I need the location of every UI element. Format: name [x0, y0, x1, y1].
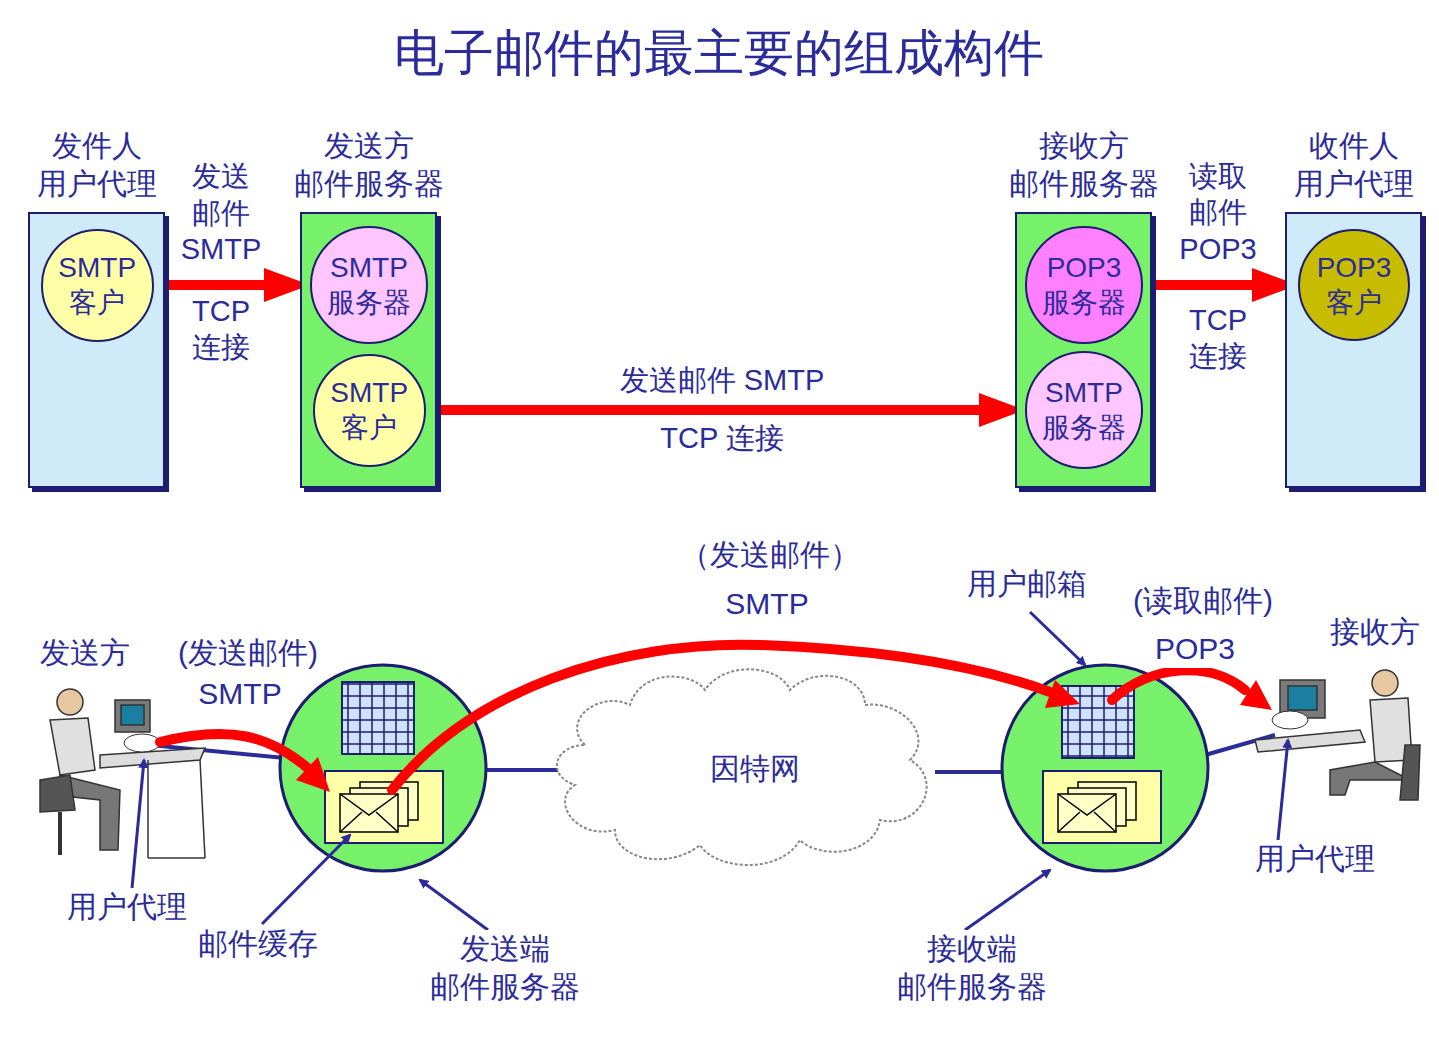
- box-heading: 发送方 邮件服务器: [294, 127, 444, 202]
- annotation-label: 发送方: [38, 634, 132, 672]
- annotation-label: 用户邮箱: [965, 565, 1089, 603]
- component-circle: POP3 客户: [1298, 229, 1410, 341]
- annotation-label: POP3: [1153, 630, 1237, 668]
- annotation-label: TCP 连接: [190, 293, 252, 366]
- server-box: 收件人 用户代理POP3 客户: [1285, 212, 1422, 488]
- component-circle: SMTP 客户: [313, 354, 426, 467]
- annotation-label: TCP 连接: [1187, 302, 1249, 375]
- box-heading: 接收方 邮件服务器: [1009, 127, 1159, 202]
- circle-label: POP3 服务器: [1042, 250, 1126, 320]
- annotation-label: TCP 连接: [658, 420, 786, 456]
- annotation-label: 用户代理: [65, 888, 189, 926]
- server-box: 接收方 邮件服务器POP3 服务器SMTP 服务器: [1015, 212, 1152, 488]
- annotation-label: (读取邮件): [1131, 582, 1275, 620]
- box-heading: 发件人 用户代理: [37, 127, 157, 202]
- box-heading: 收件人 用户代理: [1294, 127, 1414, 202]
- component-circle: SMTP 服务器: [1025, 351, 1143, 469]
- annotation-label: 邮件缓存: [196, 925, 320, 963]
- server-box: 发件人 用户代理SMTP 客户: [28, 212, 165, 488]
- diagram-title: 电子邮件的最主要的组成构件: [392, 22, 1046, 85]
- component-circle: SMTP 客户: [41, 229, 154, 342]
- mail-arrow: [1143, 268, 1298, 302]
- annotation-label: 接收方: [1328, 613, 1422, 651]
- component-circle: SMTP 服务器: [310, 226, 428, 344]
- annotation-label: SMTP: [723, 585, 810, 623]
- annotation-label: 用户代理: [1253, 840, 1377, 878]
- circle-label: SMTP 客户: [330, 375, 407, 445]
- edge-label: 发送邮件 SMTP: [618, 362, 827, 398]
- circle-label: SMTP 服务器: [327, 250, 411, 320]
- annotation-label: 接收端 邮件服务器: [895, 930, 1049, 1005]
- annotation-label: 发送端 邮件服务器: [428, 930, 582, 1005]
- circle-label: POP3 客户: [1317, 250, 1392, 320]
- annotation-label: 因特网: [708, 750, 802, 788]
- edge-label: 读取 邮件 POP3: [1177, 158, 1258, 267]
- component-circle: POP3 服务器: [1025, 226, 1143, 344]
- annotation-label: （发送邮件）: [678, 536, 862, 574]
- annotation-label: SMTP: [196, 675, 283, 713]
- circle-label: SMTP 服务器: [1042, 375, 1126, 445]
- annotation-label: (发送邮件): [176, 634, 320, 672]
- edge-label: 发送 邮件 SMTP: [179, 158, 264, 267]
- circle-label: SMTP 客户: [58, 250, 135, 320]
- server-box: 发送方 邮件服务器SMTP 服务器SMTP 客户: [300, 212, 437, 488]
